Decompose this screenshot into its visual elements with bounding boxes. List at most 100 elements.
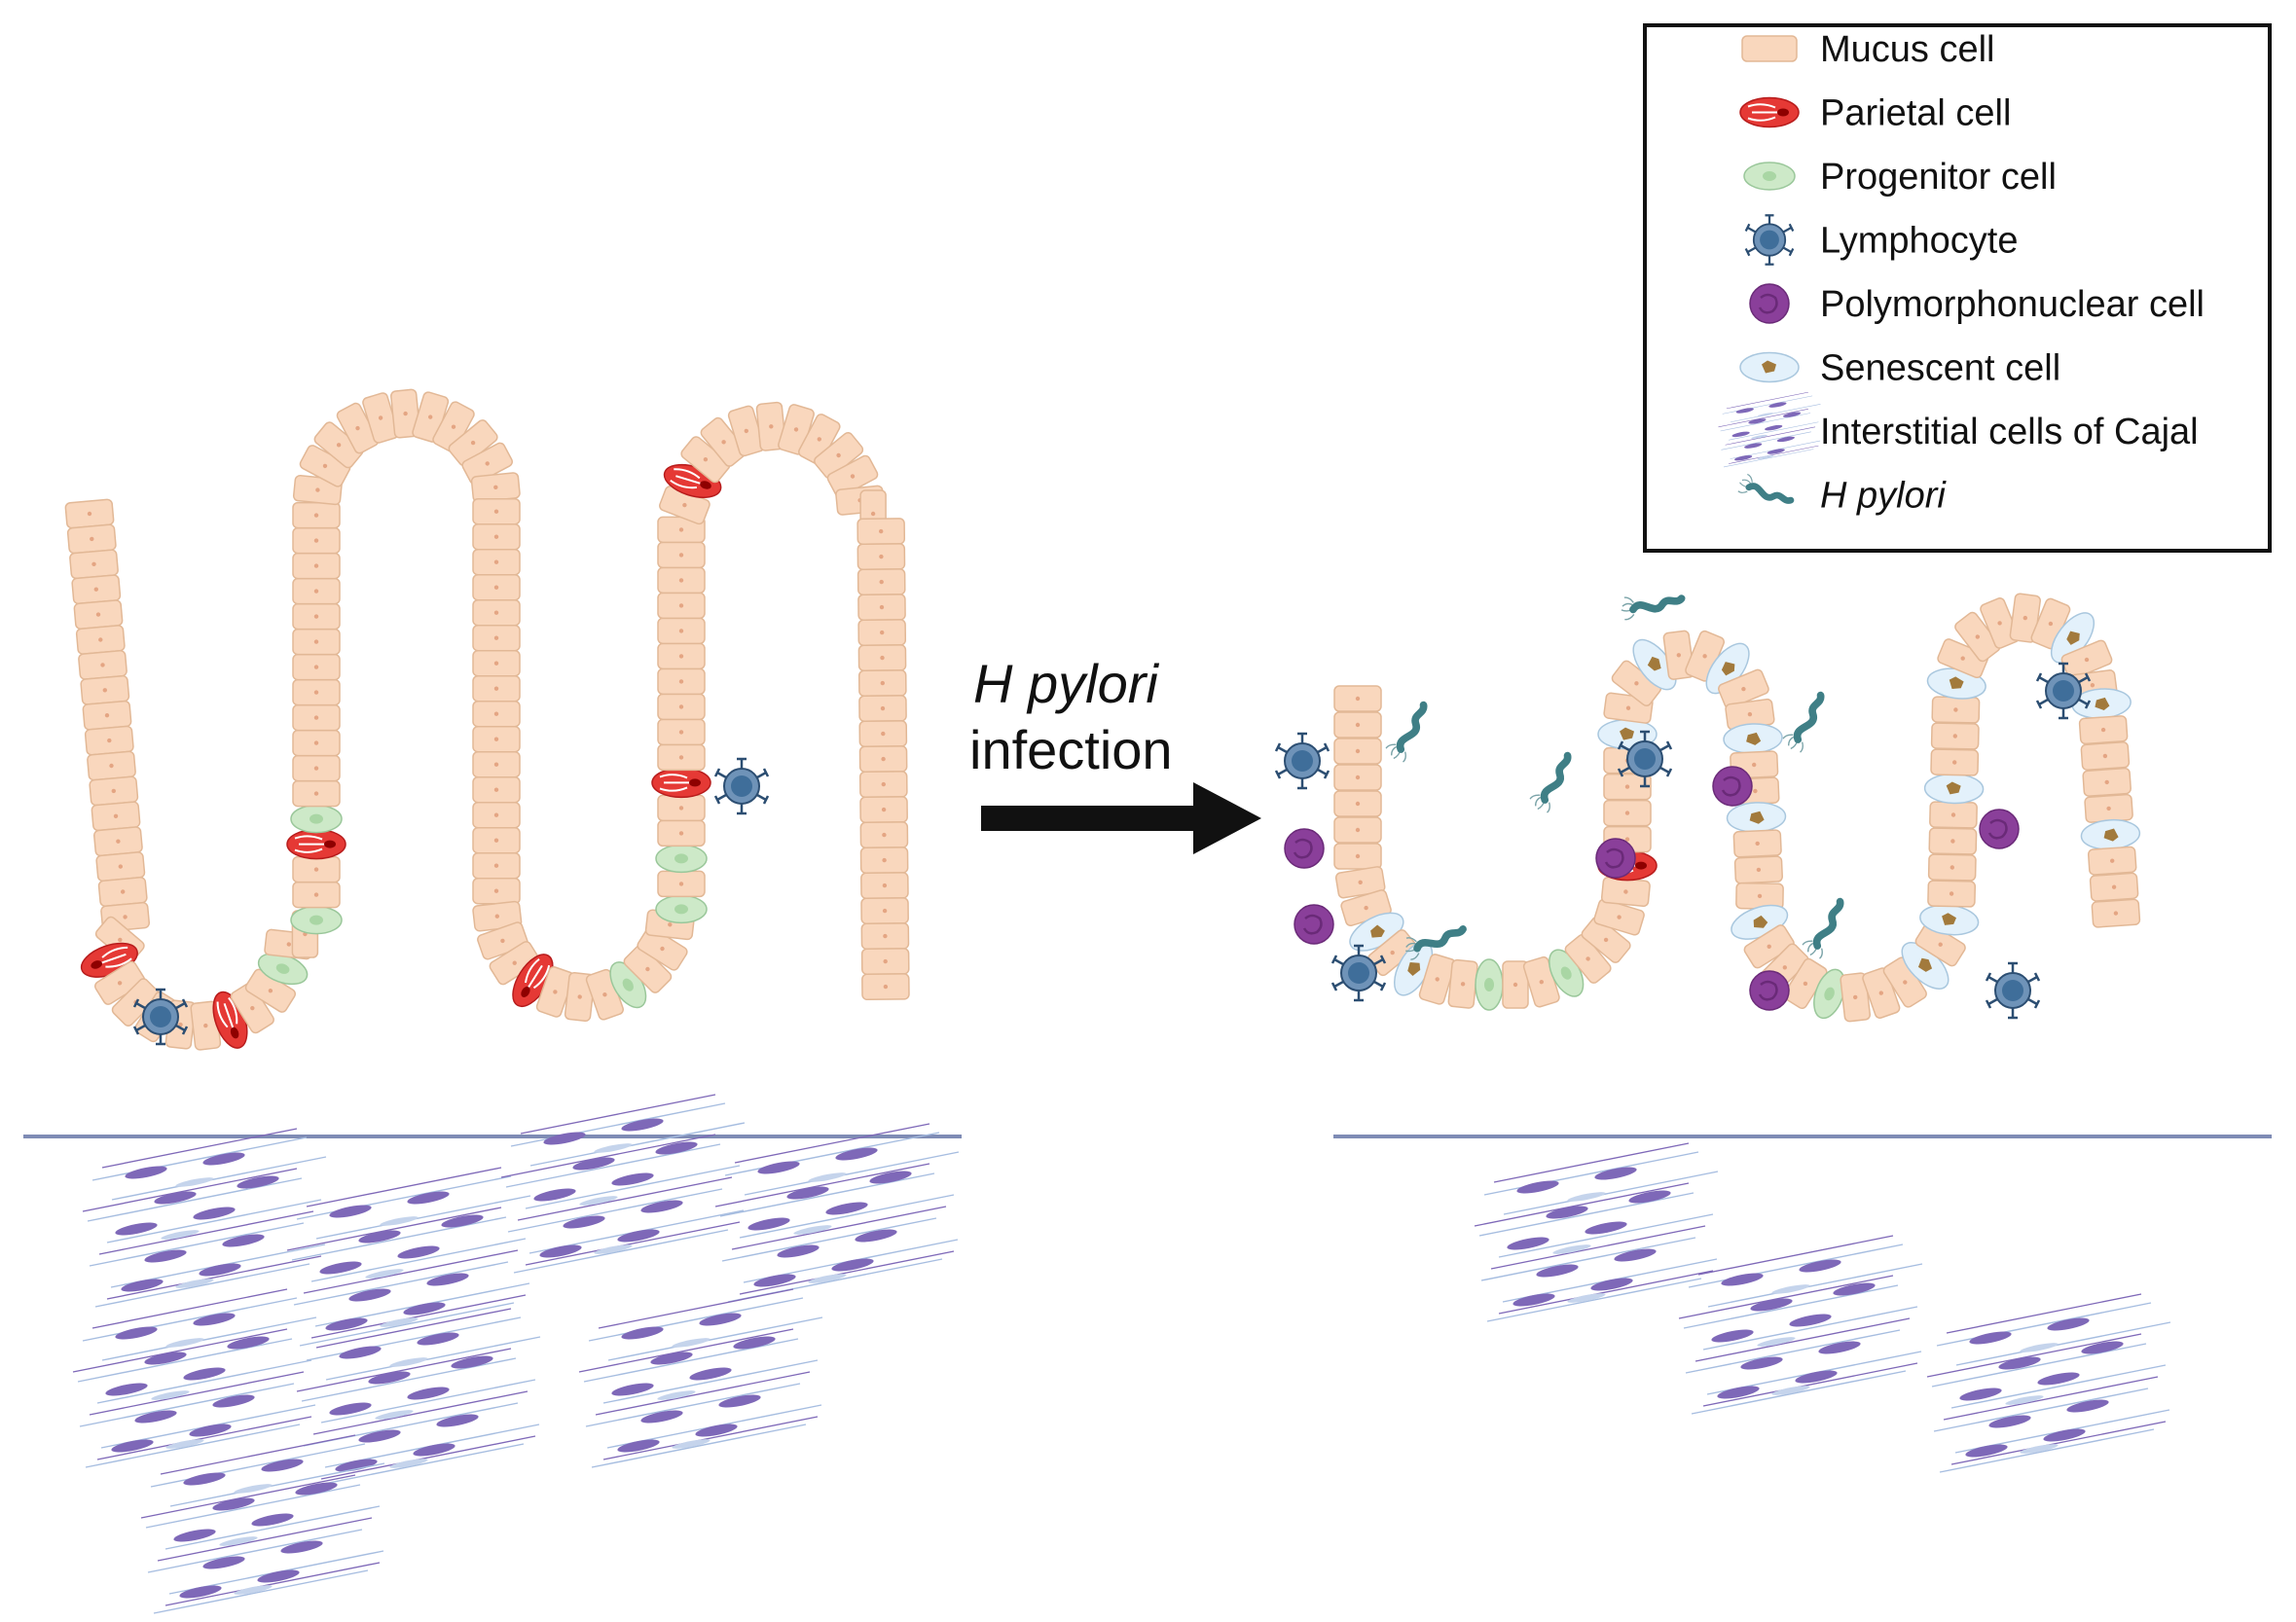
- legend-label: Progenitor cell: [1820, 157, 2057, 198]
- arrow-head: [1193, 782, 1261, 854]
- mucus-cell: [858, 695, 907, 723]
- legend-item-senescent: Senescent cell: [1739, 348, 2060, 389]
- h-pylori-bacterium: [1620, 588, 1684, 620]
- mucus-cell: [1732, 829, 1782, 858]
- polymorphonuclear-cell: [1978, 808, 2021, 850]
- mucus-cell: [86, 750, 137, 781]
- mucus-cell: [1333, 685, 1382, 712]
- interstitial-cell-of-cajal-cluster: [578, 1288, 823, 1468]
- mucus-cell: [292, 602, 341, 631]
- mucus-cell: [472, 624, 521, 652]
- progenitor-cell: [290, 804, 343, 834]
- parietal-cell-icon: [1739, 96, 1800, 128]
- mucus-cell: [856, 568, 906, 596]
- mucus-cell: [292, 855, 341, 883]
- progenitor-cell-icon: [1743, 162, 1796, 191]
- progenitor-cell: [655, 894, 708, 924]
- polymorphonuclear-cell: [1711, 765, 1754, 808]
- polymorphonuclear-cell-icon-shape: [1748, 282, 1791, 325]
- mucus-cell: [2078, 714, 2129, 745]
- healthy-gastric-epithelium: [64, 388, 910, 1054]
- interstitial-cell-of-cajal-cluster: [1678, 1235, 1923, 1415]
- mucus-cell: [657, 794, 706, 822]
- mucus-cell: [860, 948, 910, 976]
- senescent-cell: [1923, 773, 1985, 805]
- legend-item-mucus: Mucus cell: [1741, 29, 1995, 70]
- mucus-cell: [860, 872, 909, 900]
- mucus-cell: [292, 653, 341, 681]
- progenitor-cell: [655, 844, 708, 874]
- polymorphonuclear-cell: [1748, 969, 1791, 1012]
- mucus-cell: [94, 850, 146, 883]
- mucus-cell: [657, 870, 706, 898]
- mucus-cell: [857, 644, 907, 672]
- mucus-cell: [1927, 853, 1977, 882]
- mucus-cell: [82, 700, 132, 731]
- mucus-cell: [657, 592, 706, 620]
- mucus-cell: [472, 801, 521, 829]
- h-pylori-bacterium: [1384, 700, 1434, 764]
- senescent-cell-icon: [1739, 351, 1800, 383]
- mucus-cell: [472, 548, 521, 576]
- mucus-cell: [292, 779, 341, 808]
- legend-item-hpylori: H pylori: [1736, 473, 1947, 517]
- mucus-cell: [859, 847, 909, 875]
- mucus-cell: [2091, 898, 2141, 928]
- mucus-cell: [64, 498, 115, 529]
- mucus-cell: [1930, 748, 1980, 776]
- mucus-cell: [89, 775, 139, 807]
- mucus-cell: [472, 775, 521, 804]
- mucus-cell: [472, 573, 521, 601]
- polymorphonuclear-cell: [1293, 903, 1335, 946]
- mucus-cell: [97, 876, 149, 908]
- mucus-cell: [1333, 816, 1382, 844]
- mucus-cell: [657, 541, 706, 569]
- mucus-cell: [1603, 799, 1652, 827]
- legend-label: Mucus cell: [1820, 29, 1995, 70]
- polymorphonuclear-cell-icon: [1748, 282, 1791, 325]
- interstitial-cell-of-cajal-cluster: [1474, 1142, 1719, 1322]
- mucus-cell: [857, 594, 906, 622]
- healthy-interstitial-cells-of-cajal: [72, 1094, 960, 1614]
- parietal-cell: [286, 828, 346, 860]
- mucus-cell: [292, 754, 341, 782]
- legend-item-progenitor: Progenitor cell: [1743, 157, 2057, 198]
- mucus-cell: [657, 743, 706, 772]
- mucus-cell: [472, 700, 521, 728]
- mucus-cell: [657, 693, 706, 721]
- lymphocyte: [1274, 732, 1330, 790]
- polymorphonuclear-cell: [1594, 837, 1637, 880]
- mucus-cell: [1333, 790, 1382, 817]
- senescent-cell-icon-shape: [1739, 351, 1800, 383]
- mucus-cell: [1928, 827, 1978, 855]
- interstitial-cell-of-cajal-cluster: [72, 1288, 317, 1468]
- interstitial-cell-of-cajal-cluster: [714, 1123, 960, 1303]
- legend-label: Senescent cell: [1820, 348, 2060, 389]
- mucus-cell: [856, 518, 906, 546]
- mucus-cell: [472, 877, 521, 905]
- mucus-cell: [860, 922, 910, 951]
- h-pylori-bacterium: [1801, 896, 1850, 960]
- mucus-cell-icon: [1741, 35, 1798, 62]
- progenitor-cell: [1475, 958, 1504, 1011]
- mucus-cell: [2084, 793, 2134, 824]
- mucus-cell: [2082, 767, 2132, 798]
- mucus-cell: [292, 729, 341, 757]
- mucus-cell: [858, 745, 908, 774]
- mucus-cell: [84, 725, 135, 756]
- mucus-cell: [2087, 846, 2137, 877]
- mucus-cell: [292, 881, 341, 909]
- legend-item-icc: Interstitial cells of Cajal: [1718, 391, 2199, 468]
- mucus-cell: [858, 720, 908, 748]
- legend-item-parietal: Parietal cell: [1739, 93, 2011, 134]
- mucus-cell: [66, 523, 118, 555]
- mucus-cell: [657, 718, 706, 746]
- mucus-cell: [857, 619, 907, 647]
- arrow-shaft: [981, 806, 1195, 831]
- mucus-cell: [472, 725, 521, 753]
- mucus-cell: [2089, 872, 2139, 903]
- mucus-cell: [657, 617, 706, 645]
- mucus-cell: [1447, 958, 1479, 1010]
